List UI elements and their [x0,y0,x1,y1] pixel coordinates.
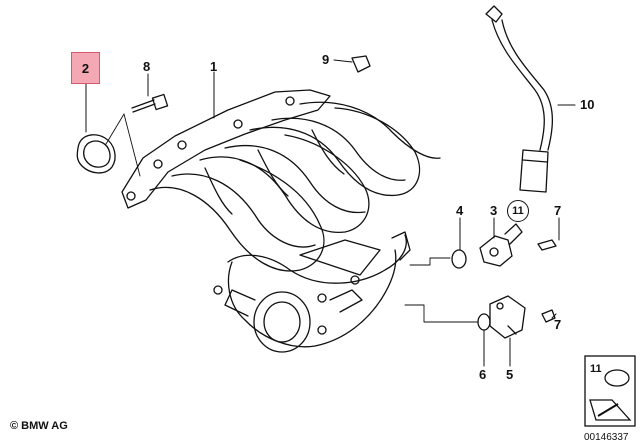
diagram-reference-number: 00146337 [584,432,629,443]
copyright-text: © BMW AG [10,420,68,432]
elbow-3-drawing [479,223,523,267]
callout-1[interactable]: 1 [210,59,218,74]
gasket-ring-drawing [76,134,116,174]
callout-3[interactable]: 3 [490,203,498,218]
seal-6-drawing [477,313,491,331]
callout-6[interactable]: 6 [479,367,487,382]
bolt-7a-drawing [537,239,557,251]
callout-9[interactable]: 9 [322,52,330,67]
highlighted-part-2-label[interactable]: 2 [71,52,100,84]
callout-11-circled[interactable]: 11 [507,200,529,222]
callout-2-text: 2 [81,61,90,76]
callout-4[interactable]: 4 [456,203,464,218]
valve-5-drawing [489,295,526,339]
callout-7-lower[interactable]: 7 [554,317,562,332]
callout-7-upper[interactable]: 7 [554,203,562,218]
o-ring-4-drawing [451,249,467,269]
callout-5[interactable]: 5 [506,367,514,382]
callout-10[interactable]: 10 [580,97,595,112]
bolt-8-drawing [131,93,169,113]
callout-8[interactable]: 8 [143,59,151,74]
bolt-7b-drawing [541,309,556,323]
plug-9-drawing [351,55,371,73]
intake-manifold-drawing [121,89,441,353]
clamp-11-icon [604,369,630,387]
hose-10-drawing [485,5,553,193]
legend-11-label: 11 [590,363,602,375]
